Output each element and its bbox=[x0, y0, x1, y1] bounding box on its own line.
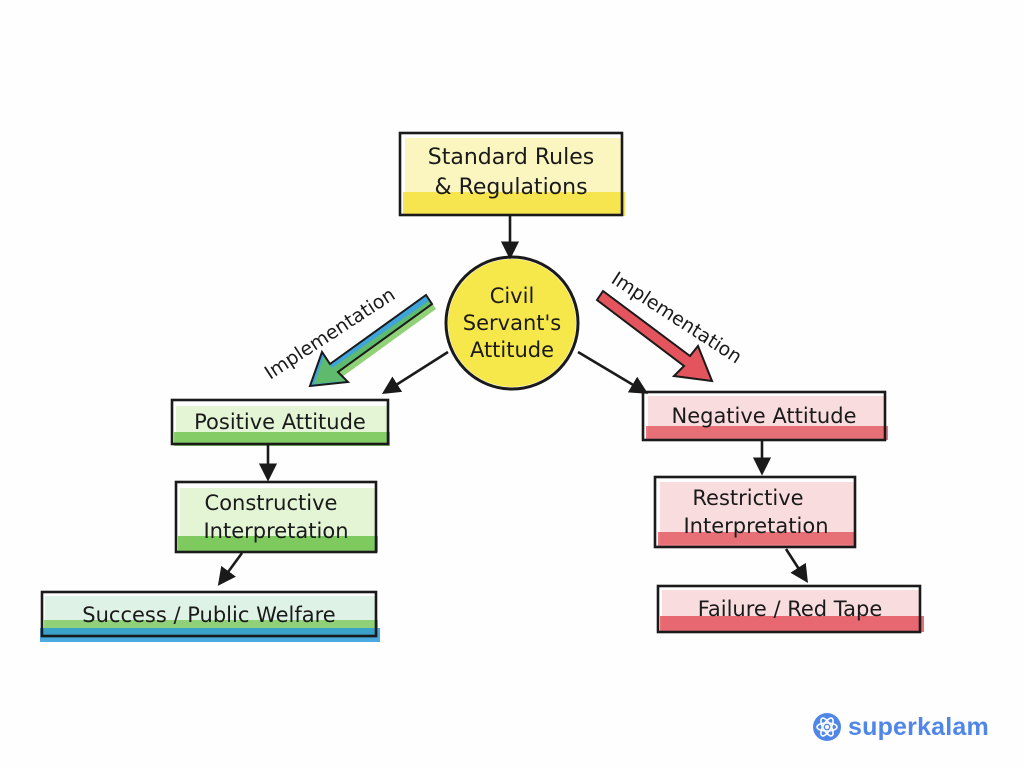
node-success-public-welfare: Success / Public Welfare bbox=[40, 590, 380, 642]
node-standard-rules-line-1: Standard Rules bbox=[428, 145, 594, 170]
node-positive-attitude: Positive Attitude bbox=[170, 398, 390, 446]
node-constructive-interpretation: Constructive Interpretation bbox=[174, 480, 378, 554]
node-negative-attitude: Negative Attitude bbox=[641, 390, 888, 442]
node-failure-label: Failure / Red Tape bbox=[698, 597, 883, 621]
arrow-restrictive-to-failure bbox=[784, 548, 808, 584]
node-constructive-line-2: Interpretation bbox=[203, 519, 348, 543]
node-attitude-line-3: Attitude bbox=[470, 338, 554, 362]
brand-logo: superkalam bbox=[812, 707, 989, 747]
arrow-constructive-to-success bbox=[217, 552, 244, 586]
arrow-attitude-to-positive bbox=[381, 350, 449, 394]
node-attitude-line-1: Civil bbox=[490, 284, 535, 308]
node-restrictive-line-1: Restrictive bbox=[692, 486, 803, 510]
node-negative-attitude-label: Negative Attitude bbox=[671, 404, 856, 428]
implementation-arrow-right bbox=[595, 289, 714, 383]
node-attitude-line-2: Servant's bbox=[463, 311, 561, 335]
node-standard-rules: Standard Rules & Regulations bbox=[398, 131, 625, 217]
arrow-attitude-to-negative bbox=[577, 350, 649, 394]
node-positive-attitude-label: Positive Attitude bbox=[194, 410, 366, 434]
brand-name: superkalam bbox=[848, 712, 989, 741]
node-restrictive-line-2: Interpretation bbox=[683, 514, 828, 538]
atom-icon bbox=[813, 713, 841, 741]
node-constructive-line-1: Constructive bbox=[205, 491, 338, 515]
node-restrictive-interpretation: Restrictive Interpretation bbox=[653, 475, 857, 549]
node-civil-servant-attitude: Civil Servant's Attitude bbox=[444, 255, 580, 391]
node-standard-rules-line-2: & Regulations bbox=[434, 175, 587, 200]
node-failure-red-tape: Failure / Red Tape bbox=[656, 584, 924, 634]
node-success-label: Success / Public Welfare bbox=[82, 603, 335, 627]
implementation-arrow-left bbox=[308, 293, 436, 388]
